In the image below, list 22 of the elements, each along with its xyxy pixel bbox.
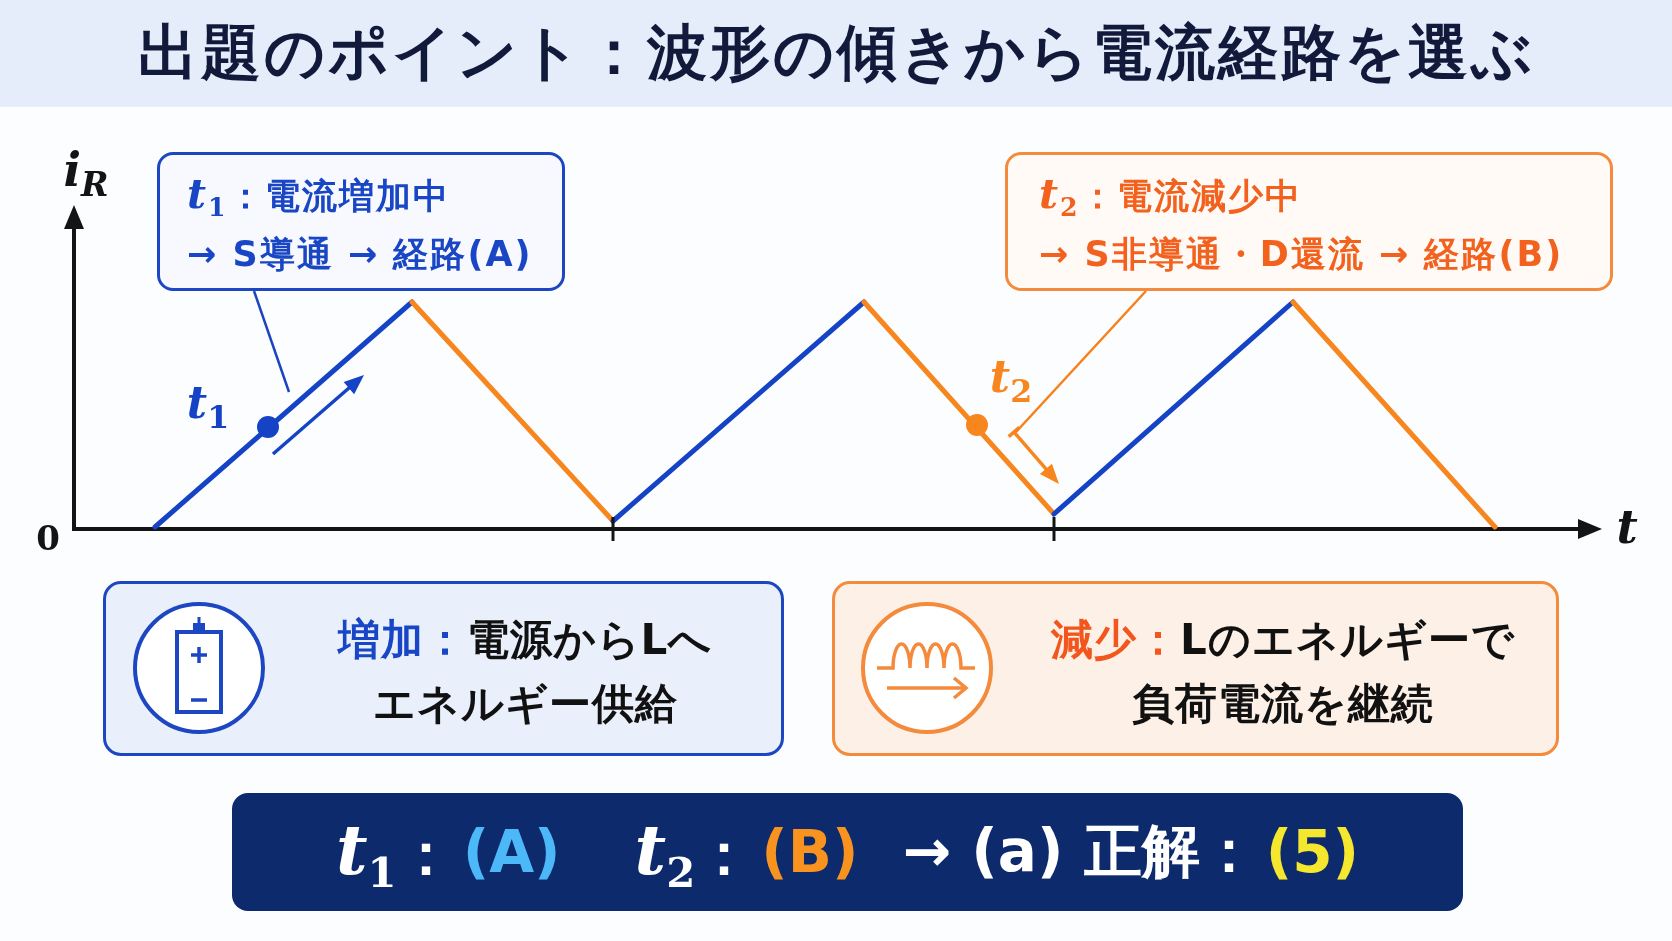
callout-text: → S非導通・D還流 → 経路(B) (1039, 233, 1564, 276)
callout-text: → S導通 → 経路(A) (187, 233, 533, 276)
answer-bar (232, 793, 1463, 911)
axis-label: t (1616, 504, 1638, 550)
info-text: 増加：電源からLへエネルギー供給 (336, 614, 714, 730)
info-box (103, 581, 784, 756)
title: 出題のポイント：波形の傾きから電流経路を選ぶ (0, 0, 1672, 107)
axis-label: 0 (36, 521, 60, 555)
answer-choice: (A) (462, 818, 561, 886)
leader-line (252, 290, 291, 393)
callout-box (157, 152, 565, 291)
callout-box (1005, 152, 1613, 291)
info-box (832, 581, 1559, 756)
answer-text: → (a) 正解： (902, 816, 1258, 887)
answer-choice: (5) (1265, 818, 1359, 886)
callout-heading: t$_{1}$：電流増加中 (187, 168, 450, 224)
leader-line (1015, 290, 1147, 433)
answer-choice: (B) (761, 818, 859, 886)
answer-text: t$_{1}$： (336, 810, 455, 894)
answer-text: t$_{2}$： (634, 810, 754, 894)
info-text: 減少：Lのエネルギーで負荷電流を継続 (1050, 614, 1516, 730)
callout-heading: t$_{2}$：電流減少中 (1039, 168, 1302, 224)
